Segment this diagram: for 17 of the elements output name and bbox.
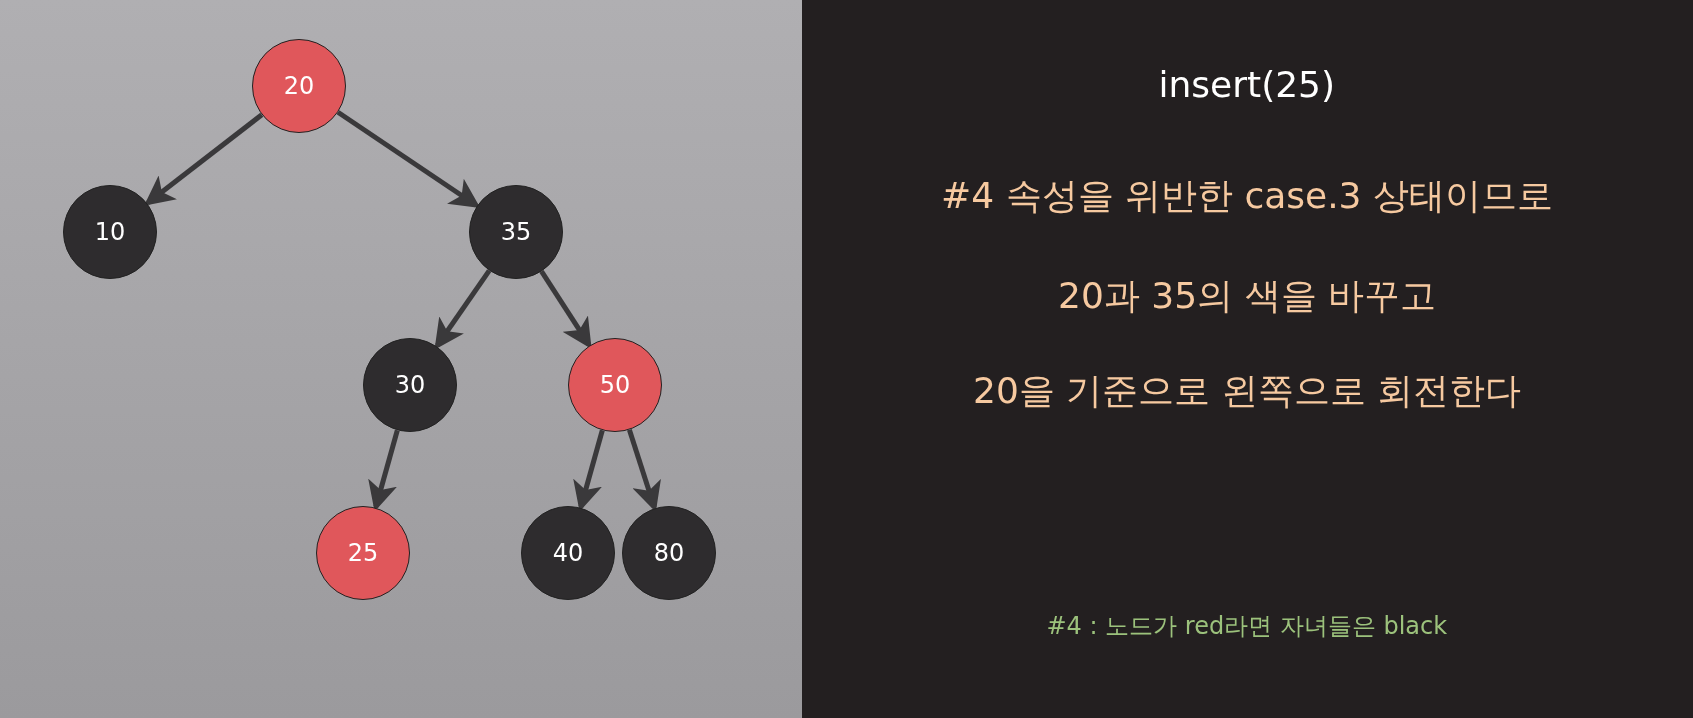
explanation-text: #4 속성을 위반한 case.3 상태이므로 <box>941 174 1553 218</box>
node-value: 30 <box>394 371 426 399</box>
node-value: 50 <box>599 371 631 399</box>
note-text: #4 : 노드가 red라면 자녀들은 black <box>1046 611 1448 642</box>
arrow <box>539 270 592 349</box>
arrow <box>144 112 264 206</box>
node-value: 80 <box>653 539 685 567</box>
node-value: 35 <box>500 218 532 246</box>
title: insert(25) <box>1158 64 1336 105</box>
node-value: 10 <box>94 218 126 246</box>
arrow <box>434 269 492 350</box>
node-value: 20 <box>283 72 315 100</box>
explanation-text: 20을 기준으로 왼쪽으로 회전한다 <box>973 369 1522 413</box>
node-value: 25 <box>347 539 379 567</box>
arrow <box>336 110 481 208</box>
explanation-text: 20과 35의 색을 바꾸고 <box>1058 274 1436 318</box>
node-value: 40 <box>552 539 584 567</box>
